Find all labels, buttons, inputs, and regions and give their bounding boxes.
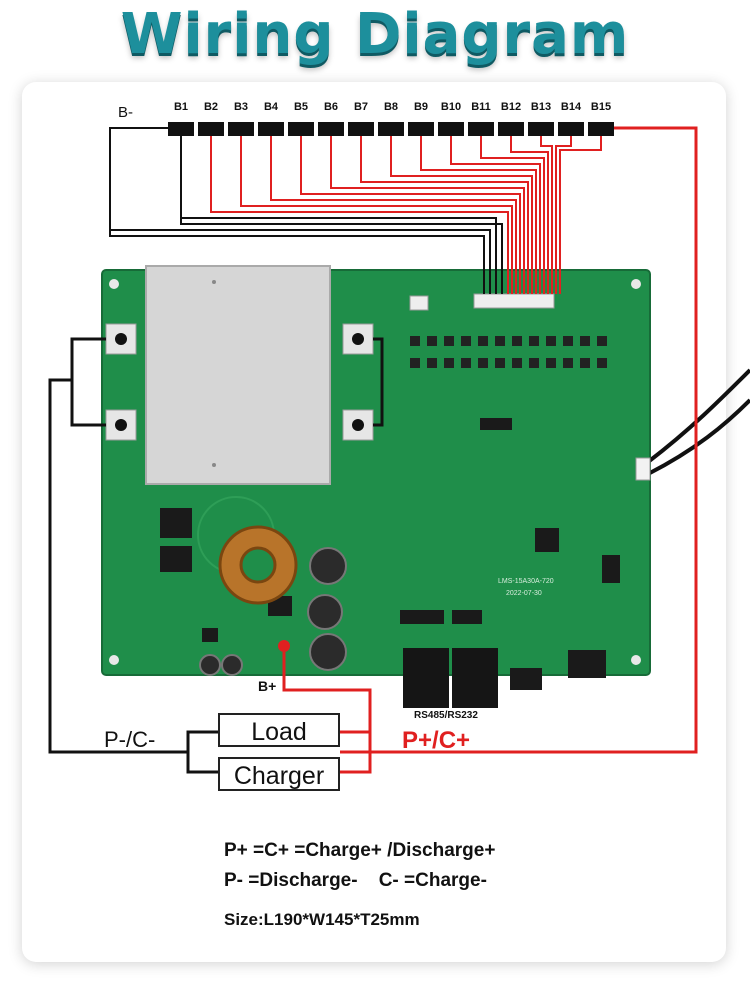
red-balance-wires — [210, 136, 602, 294]
b-plus-label: B+ — [258, 678, 277, 694]
charger-box: Charger — [218, 757, 340, 791]
balance-components — [410, 336, 607, 368]
label-b9: B9 — [413, 101, 429, 113]
load-box: Load — [218, 713, 340, 747]
label-b6: B6 — [323, 101, 339, 113]
capacitors — [199, 547, 347, 676]
note-line-1: P+ =C+ =Charge+ /Discharge+ — [224, 840, 496, 861]
ic-chips — [160, 418, 620, 690]
p-plus-c-plus-label: P+/C+ — [402, 727, 471, 754]
p-minus-wire — [70, 337, 106, 427]
b-minus-wire — [373, 337, 384, 427]
label-b8: B8 — [383, 101, 399, 113]
b15-positive-wire — [340, 126, 698, 754]
silkscreen-date: 2022-07-30 — [506, 590, 542, 597]
terminal-p-bottom — [105, 409, 137, 441]
b-plus-point — [278, 640, 290, 652]
silkscreen-model: LMS-15A30A-720 — [498, 578, 554, 585]
comm-port-label: RS485/RS232 — [414, 710, 478, 721]
label-b5: B5 — [293, 101, 309, 113]
label-b1: B1 — [173, 101, 189, 113]
terminal-b-bottom — [342, 409, 374, 441]
heatsink-plate — [145, 265, 331, 485]
label-b2: B2 — [203, 101, 219, 113]
label-b14: B14 — [560, 101, 582, 113]
terminal-p-top — [105, 323, 137, 355]
note-size: Size:L190*W145*T25mm — [224, 910, 420, 929]
label-b-minus: B- — [118, 104, 133, 121]
label-b7: B7 — [353, 101, 369, 113]
label-b13: B13 — [530, 101, 552, 113]
label-b4: B4 — [263, 101, 279, 113]
label-b10: B10 — [440, 101, 462, 113]
terminal-b-top — [342, 323, 374, 355]
p-minus-split — [186, 730, 218, 774]
b-plus-wire — [282, 652, 372, 754]
black-balance-wires — [109, 127, 503, 294]
label-b11: B11 — [471, 101, 491, 113]
label-b15: B15 — [590, 101, 612, 113]
rj-connectors — [403, 648, 498, 708]
cell-connectors — [168, 122, 614, 136]
label-b3: B3 — [233, 101, 249, 113]
inductor — [218, 525, 298, 605]
p-minus-c-minus-label: P-/C- — [104, 727, 156, 752]
p-minus-to-load — [48, 378, 188, 754]
p-plus-split — [340, 730, 372, 774]
label-b12: B12 — [500, 101, 522, 113]
aux-connector — [409, 295, 429, 311]
page-title: Wiring Diagram — [120, 2, 630, 67]
note-line-2: P- =Discharge- C- =Charge- — [224, 870, 487, 891]
balance-connector — [473, 293, 555, 309]
